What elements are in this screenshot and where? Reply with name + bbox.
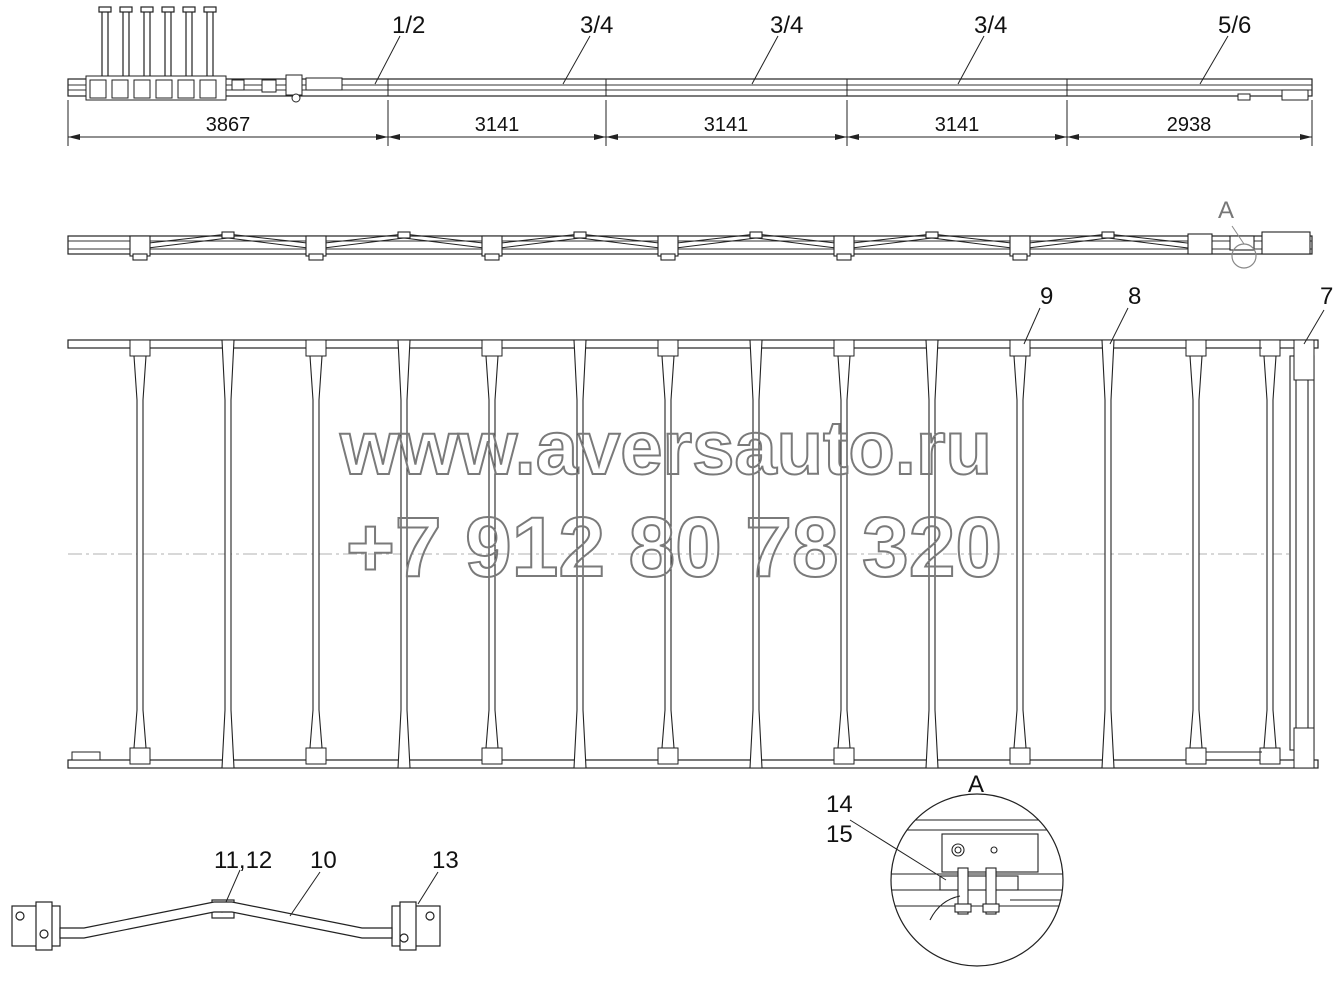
side-view: A	[67, 197, 1313, 269]
part-label-10: 10	[310, 847, 337, 874]
side-beam	[67, 235, 1313, 255]
part-label-7: 7	[1320, 283, 1333, 310]
plan-view: 9 8 7	[67, 283, 1333, 769]
part-label-3-4: 3/4	[580, 12, 613, 39]
dimension-3867: 3867	[206, 114, 251, 136]
stud-group	[98, 6, 217, 83]
crossmember-10	[59, 901, 393, 939]
detail-a-title: A	[968, 771, 984, 798]
watermark-phone: +7 912 80 78 320	[346, 500, 1002, 594]
detail-a-view: A 14 15	[826, 771, 1064, 967]
part-label-1-2: 1/2	[392, 12, 425, 39]
part-label-14: 14	[826, 791, 853, 818]
part-label-15: 15	[826, 821, 853, 848]
dimension-2938: 2938	[1167, 114, 1212, 136]
part-label-11-12: 11,12	[214, 847, 272, 874]
top-view: 1/2 3/4 3/4 3/4 5/6 3867 3141 3141 3141 …	[67, 6, 1313, 146]
right-rail	[67, 759, 1319, 769]
part-label-3-4: 3/4	[974, 12, 1007, 39]
part-label-3-4: 3/4	[770, 12, 803, 39]
part-label-8: 8	[1128, 283, 1141, 310]
crossmember-view: 11,12 10 13	[11, 847, 459, 951]
dimension-3141: 3141	[475, 114, 520, 136]
part-label-13: 13	[432, 847, 459, 874]
top-beam	[67, 78, 1313, 97]
dimension-3141: 3141	[704, 114, 749, 136]
part-label-5-6: 5/6	[1218, 12, 1251, 39]
part-label-9: 9	[1040, 283, 1053, 310]
watermark-site: www.aversauto.ru	[339, 406, 992, 491]
dimension-line	[67, 100, 1313, 146]
detail-marker-a: A	[1218, 197, 1234, 224]
left-rail	[67, 339, 1319, 349]
dimension-3141: 3141	[935, 114, 980, 136]
